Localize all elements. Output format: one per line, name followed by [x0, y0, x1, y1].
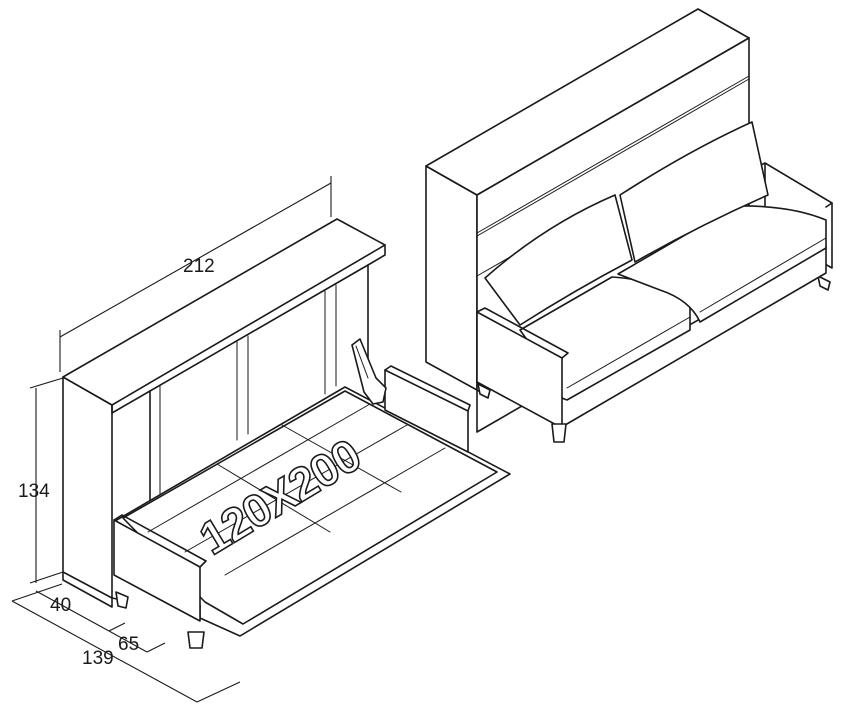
front-panel-seam: [476, 78, 750, 237]
bed-hinge-mechanism: [351, 338, 387, 405]
dimension-label-width: 212: [183, 256, 215, 277]
dimension-tick: [108, 622, 126, 632]
mattress-seam: [224, 447, 446, 576]
mattress-seam: [184, 424, 408, 553]
cabinet-inner-top: [149, 264, 369, 392]
sofa-back-cushion-left: [484, 194, 633, 326]
bed-footboard: [113, 519, 201, 622]
mattress-seam: [216, 463, 331, 533]
dimension-tick: [146, 642, 166, 653]
armrest-top: [476, 307, 569, 359]
cushion-seam: [699, 237, 827, 313]
dimension-label-bed-depth: 65: [118, 634, 139, 655]
bed-leg: [115, 591, 129, 609]
closed-bed-sofa-unit: [425, 8, 833, 443]
sofa-leg: [551, 423, 567, 443]
cabinet-inner-edge: [111, 390, 151, 521]
mattress-seam: [147, 403, 371, 533]
dimension-annotations: 212 134 40 65 139: [11, 176, 332, 703]
cabinet-top: [62, 218, 386, 406]
hinge-detail: [355, 345, 369, 379]
open-bed-unit: 120X200: [62, 218, 511, 649]
cabinet-base: [62, 571, 113, 608]
dimension-line-depth-cabinet: [35, 590, 110, 632]
side-panel-top: [384, 365, 471, 412]
front-panel-seam: [476, 75, 750, 234]
sofa-leg: [817, 275, 831, 291]
dimension-label-height: 134: [18, 481, 50, 502]
dimension-tick: [196, 681, 241, 703]
dimension-line-width: [59, 182, 332, 338]
dimension-tick: [11, 583, 63, 602]
cabinet-side-panel: [62, 376, 113, 599]
bed-leg: [187, 631, 205, 649]
bed-side-panel: [384, 369, 469, 453]
cushion-seam: [566, 316, 691, 389]
dimension-label-cabinet-depth: 40: [50, 595, 71, 616]
dimension-line-depth-open: [11, 600, 198, 703]
dimension-tick: [29, 377, 64, 389]
dimension-line-depth-bed: [108, 630, 148, 653]
footboard-top: [113, 514, 207, 568]
sofa-back-cushion-right: [619, 121, 769, 263]
cabinet-right-edge: [367, 244, 386, 385]
dimension-tick: [29, 571, 64, 584]
dimension-label-open-depth: 139: [82, 648, 114, 669]
sofa-seat-cushion-right: [617, 205, 827, 323]
mattress-seam: [281, 424, 402, 493]
closed-cabinet-leg: [477, 383, 491, 399]
closed-cabinet-side: [425, 165, 478, 391]
